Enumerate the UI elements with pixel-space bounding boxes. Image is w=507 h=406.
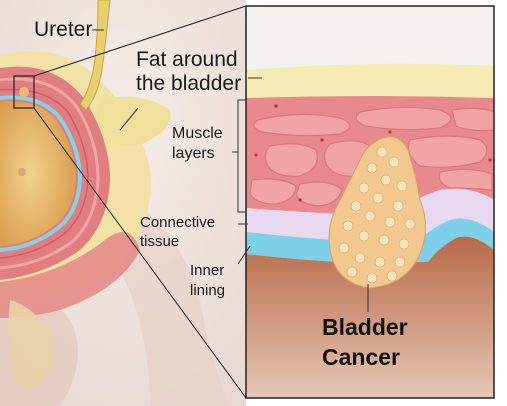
detail-box-border [245, 5, 495, 399]
fat-layer [246, 63, 494, 100]
ureter-label: Ureter [34, 18, 93, 41]
muscle-label-line2: layers [172, 145, 215, 162]
bladder-lumen [246, 236, 494, 398]
cancer-label-line2: Cancer [322, 344, 400, 370]
muscle-label-line1: Muscle [172, 125, 223, 142]
cancer-label-line1: Bladder [322, 314, 408, 340]
muscle-fibers [249, 106, 494, 207]
inner-lining-label-line2: lining [190, 282, 226, 299]
inner-lining [246, 218, 494, 262]
fat-label-line2: the bladder [136, 72, 242, 95]
magnify-box [13, 75, 35, 109]
leader-lines [92, 29, 369, 312]
tumor [328, 136, 426, 289]
connective-label-line2: tissue [140, 233, 180, 250]
ureter-tube [79, 0, 111, 111]
bladder-interior [0, 101, 76, 246]
fat-label-line1: Fat around [136, 48, 238, 71]
small-tumor [19, 87, 29, 97]
body-context [0, 0, 247, 406]
inner-lining-label-line1: Inner [190, 262, 225, 279]
cross-section [246, 6, 494, 398]
connective-label-line1: Connective [140, 214, 216, 231]
